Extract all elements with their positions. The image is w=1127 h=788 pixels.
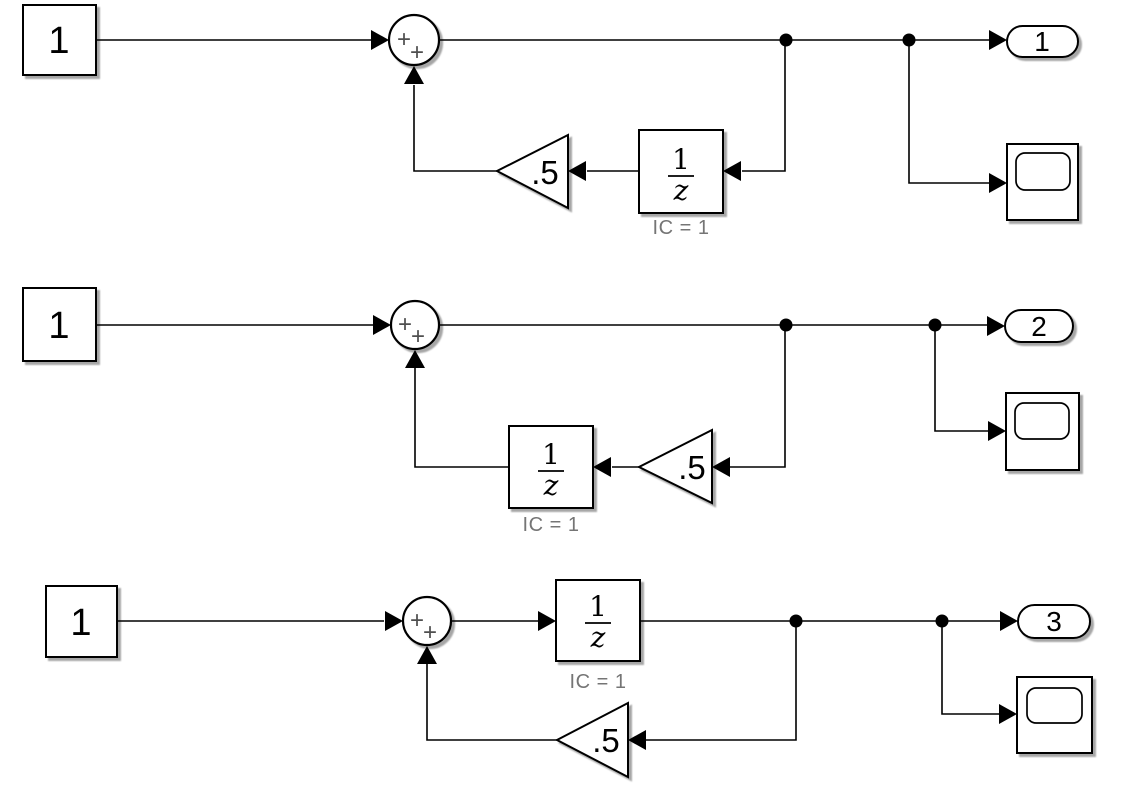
wire-delay-to-sum[interactable] [414, 368, 509, 468]
unit-delay-numerator: 1 [589, 590, 607, 623]
branch-dot [779, 318, 793, 332]
sum-sign-top: + [397, 26, 411, 53]
sum-sign-top: + [410, 607, 424, 634]
outport-block[interactable] [1006, 25, 1079, 58]
outport-label: 3 [1046, 606, 1062, 637]
arrowhead-icon [989, 30, 1007, 50]
arrowhead-icon [371, 30, 389, 50]
arrowhead-icon [568, 161, 586, 181]
wire-branch-to-gain[interactable] [730, 325, 786, 468]
constant-block[interactable] [22, 4, 97, 76]
scope-screen-icon [1014, 402, 1070, 440]
arrowhead-icon [404, 66, 424, 84]
gain-block[interactable] [494, 133, 569, 210]
arrowhead-icon [628, 730, 646, 750]
wire-branch-to-scope[interactable] [941, 621, 999, 715]
gain-label: .5 [678, 449, 706, 486]
arrowhead-icon [712, 457, 730, 477]
sum-sign-bottom: + [423, 619, 437, 646]
constant-label: 1 [48, 20, 69, 62]
gain-block[interactable] [554, 701, 629, 779]
sum-sign-top: + [398, 311, 412, 338]
unit-delay-denominator: z [673, 174, 689, 207]
sum-sign-bottom: + [410, 39, 424, 66]
unit-delay-denominator: z [590, 621, 606, 654]
constant-label: 1 [70, 602, 91, 644]
sum-block[interactable] [389, 299, 441, 351]
sum-block[interactable] [401, 595, 453, 647]
scope-screen-icon [1026, 687, 1083, 724]
arrowhead-icon [1000, 611, 1018, 631]
diagram-loop-1: 1 + + 1 z IC = 1 .5 1 [22, 4, 1079, 239]
wire-branch-to-scope[interactable] [908, 40, 990, 184]
arrowhead-icon [987, 316, 1005, 336]
scope-screen-icon [1015, 152, 1071, 191]
sum-block[interactable] [387, 13, 441, 67]
outport-block[interactable] [1004, 309, 1074, 343]
branch-dot [928, 318, 942, 332]
wire-branch-to-scope[interactable] [934, 325, 988, 432]
outport-block[interactable] [1017, 604, 1091, 639]
unit-delay-name: IC = 1 [523, 514, 580, 536]
constant-block[interactable] [45, 585, 118, 658]
branch-dot [789, 614, 803, 628]
constant-block[interactable] [22, 287, 97, 362]
unit-delay-name: IC = 1 [570, 671, 627, 693]
diagram-loop-2: 1 + + 1 z IC = 1 .5 2 [22, 287, 1080, 536]
branch-dot [779, 33, 793, 47]
arrowhead-icon [988, 421, 1006, 441]
branch-dot [902, 33, 916, 47]
gain-label: .5 [531, 154, 559, 191]
unit-delay-name: IC = 1 [653, 217, 710, 239]
sum-sign-bottom: + [411, 323, 425, 350]
wire-branch-to-gain[interactable] [646, 621, 797, 741]
wire-branch-to-delay[interactable] [742, 40, 786, 172]
unit-delay-denominator: z [543, 469, 559, 502]
arrowhead-icon [538, 611, 556, 631]
arrowhead-icon [723, 161, 741, 181]
arrowhead-icon [417, 646, 437, 664]
wire-gain-to-sum[interactable] [413, 85, 497, 172]
wire-gain-to-sum[interactable] [426, 664, 557, 741]
arrowhead-icon [385, 611, 403, 631]
branch-dot [935, 614, 949, 628]
outport-label: 2 [1031, 311, 1047, 342]
arrowhead-icon [373, 315, 391, 335]
arrowhead-icon [405, 350, 425, 368]
unit-delay-block[interactable] [508, 425, 594, 509]
unit-delay-block[interactable] [638, 129, 724, 214]
gain-label: .5 [592, 722, 620, 759]
diagram-loop-3: 1 + + 1 z IC = 1 .5 3 [45, 579, 1093, 779]
gain-block[interactable] [636, 428, 713, 505]
outport-label: 1 [1034, 26, 1050, 57]
constant-label: 1 [48, 305, 69, 347]
unit-delay-numerator: 1 [672, 143, 690, 176]
arrowhead-icon [989, 173, 1007, 193]
unit-delay-numerator: 1 [542, 438, 560, 471]
unit-delay-block[interactable] [555, 579, 641, 662]
arrowhead-icon [593, 457, 611, 477]
arrowhead-icon [999, 704, 1017, 724]
